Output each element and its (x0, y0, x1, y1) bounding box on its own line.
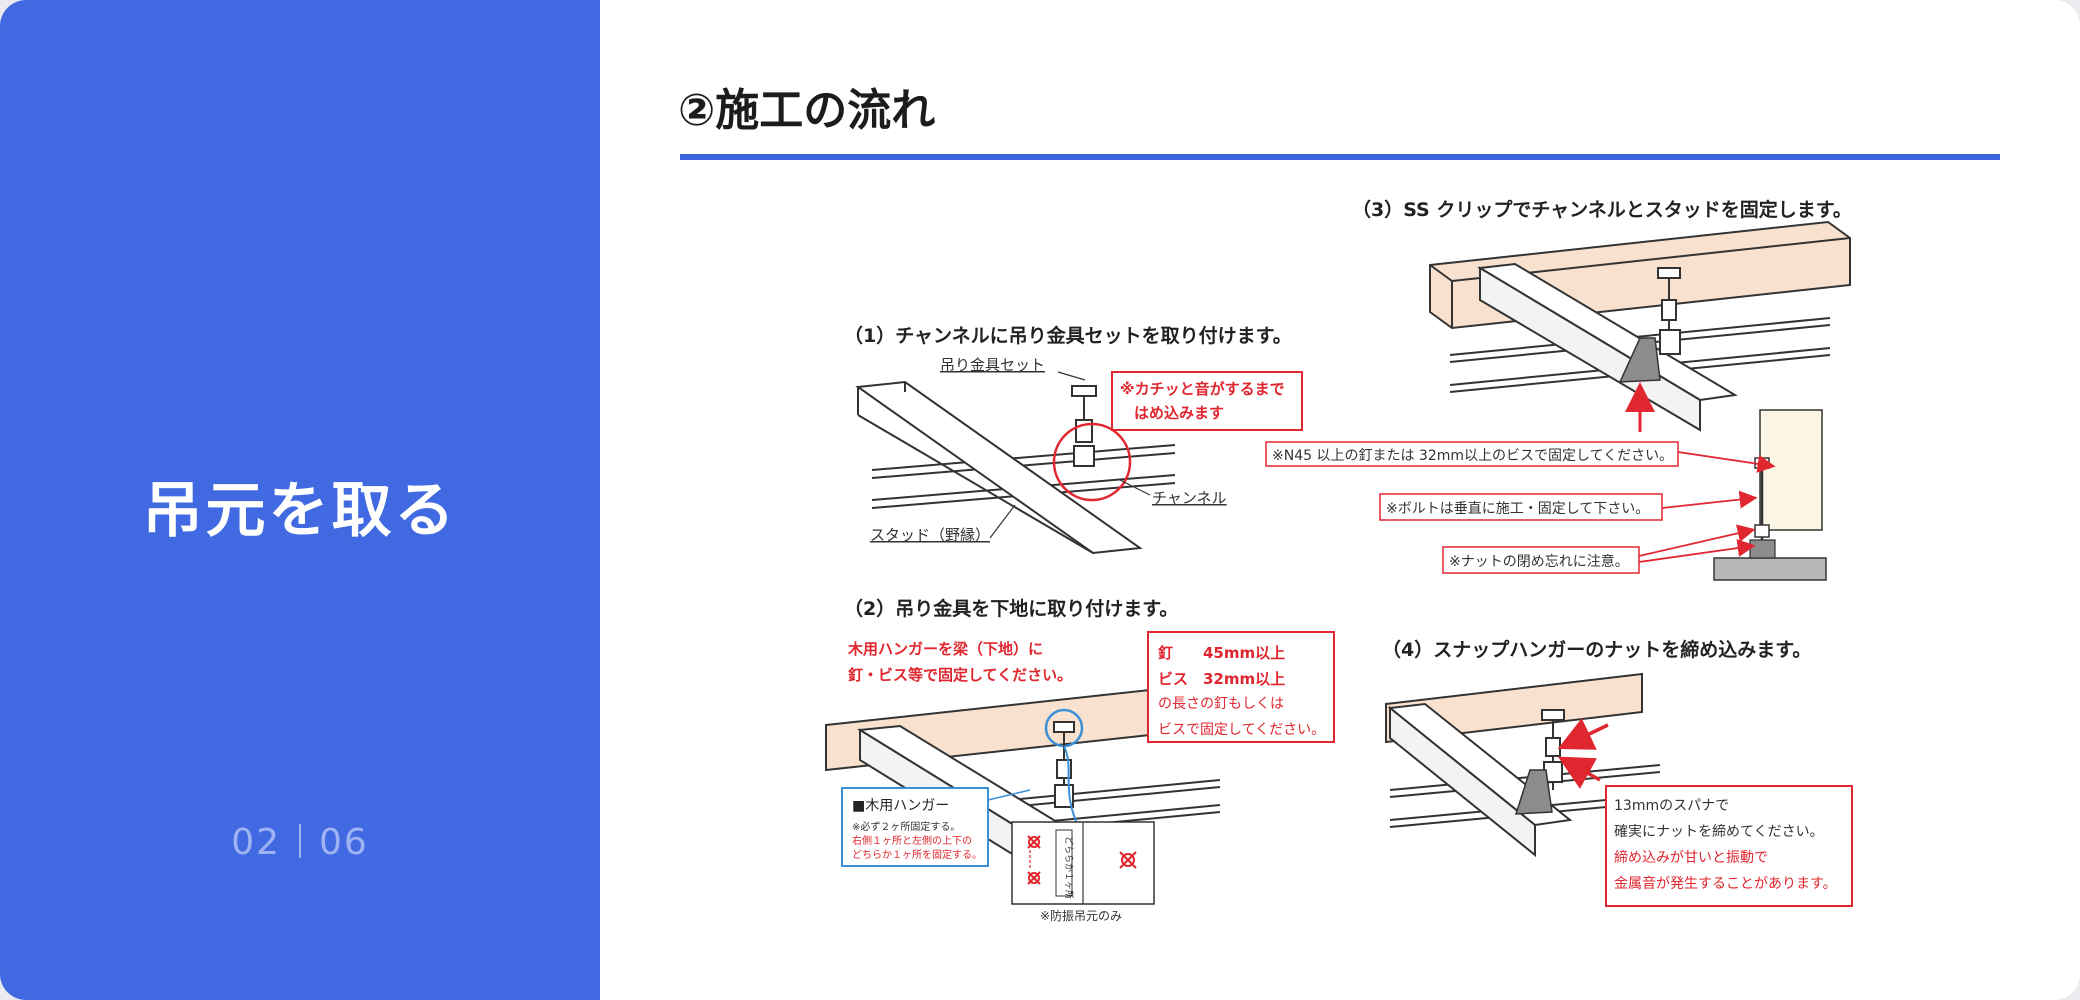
page-indicator: 02 06 (0, 822, 600, 863)
legend-line2: 右側１ヶ所と左側の上下の (852, 834, 972, 847)
page-current: 02 (231, 822, 281, 863)
ss-clip (1618, 337, 1661, 383)
note-nail-box (1265, 441, 1679, 467)
step2-box-line2: ビス 32mm以上 (1158, 670, 1285, 688)
hanger-detail: どちらか１ヶ所 ※防振吊元のみ (1011, 821, 1155, 923)
side-stud (1713, 557, 1827, 581)
step4-diagram: （4）スナップハンガーのナットを締め込みます。 13 (1382, 638, 1853, 907)
step1-diagram: （1）チャンネルに吊り金具セットを取り付けます。 (844, 324, 1303, 555)
side-beam (1759, 409, 1823, 531)
step4-box-line3: 締め込みが甘いと振動で (1614, 849, 1768, 866)
note-nut: ※ナットの閉め忘れに注意。 (1449, 553, 1629, 570)
legend-box (841, 787, 989, 867)
page-title: ②施工の流れ (678, 85, 936, 136)
note-nut-box (1442, 546, 1640, 574)
label-hanger-set: 吊り金具セット (940, 356, 1045, 374)
step1-caption: （1）チャンネルに吊り金具セットを取り付けます。 (844, 324, 1292, 347)
channel (855, 380, 1143, 555)
fix-point-right (1119, 851, 1137, 869)
sidebar: 吊元を取る 02 06 (0, 0, 600, 1000)
step4-box-line1: 13mmのスパナで (1614, 798, 1729, 814)
page-total: 06 (319, 822, 369, 863)
fix-points-left (1027, 835, 1041, 885)
label-stud: スタッド（野縁） (870, 526, 990, 544)
step2-red-line1: 木用ハンガーを梁（下地）に (847, 640, 1043, 658)
step2-box-line1: 釘 45mm以上 (1158, 644, 1285, 662)
legend-line3: どちらか１ヶ所を固定する。 (852, 848, 982, 861)
detail-note: ※防振吊元のみ (1040, 908, 1122, 923)
step1-note-box (1111, 371, 1303, 431)
step3-hanger (1657, 267, 1681, 355)
step2-box-line3: の長さの釘もしくは (1158, 695, 1284, 712)
step2-note-box (1147, 631, 1335, 743)
section-title: 吊元を取る (142, 476, 458, 546)
note-bolt: ※ボルトは垂直に施工・固定して下さい。 (1386, 500, 1649, 517)
note-nail: ※N45 以上の釘または 32mm以上のビスで固定してください。 (1272, 447, 1673, 464)
step2-red-line2: 釘・ビス等で固定してください。 (848, 666, 1072, 684)
pager-divider (299, 824, 301, 858)
step2-diagram: （2）吊り金具を下地に取り付けます。 木用ハンガーを梁（下地）に 釘・ビス等で固… (825, 597, 1335, 923)
legend-title: ■木用ハンガー (852, 798, 949, 814)
hanger-set (1071, 385, 1097, 467)
step4-box-line4: 金属音が発生することがあります。 (1614, 875, 1837, 892)
step4-caption: （4）スナップハンガーのナットを締め込みます。 (1382, 638, 1811, 661)
step1-note-line1: ※カチッと音がするまで (1120, 380, 1285, 398)
step1-note-line2: はめ込みます (1134, 404, 1224, 422)
step3-caption: （3）SS クリップでチャンネルとスタッドを固定します。 (1352, 198, 1852, 221)
step3-diagram: （3）SS クリップでチャンネルとスタッドを固定します。 (1265, 198, 1852, 581)
step4-note-box (1605, 785, 1853, 907)
highlight-circle (1052, 422, 1132, 502)
step4-hanger (1541, 709, 1565, 790)
legend-line1: ※必ず２ヶ所固定する。 (852, 820, 960, 833)
title-underline (680, 154, 2000, 160)
detail-vertical-text: どちらか１ヶ所 (1063, 836, 1074, 899)
step2-caption: （2）吊り金具を下地に取り付けます。 (844, 597, 1178, 620)
step4-box-line2: 確実にナットを締めてください。 (1614, 823, 1824, 840)
note-bolt-box (1379, 493, 1663, 521)
step2-box-line4: ビスで固定してください。 (1158, 722, 1325, 738)
label-channel: チャンネル (1152, 489, 1227, 507)
